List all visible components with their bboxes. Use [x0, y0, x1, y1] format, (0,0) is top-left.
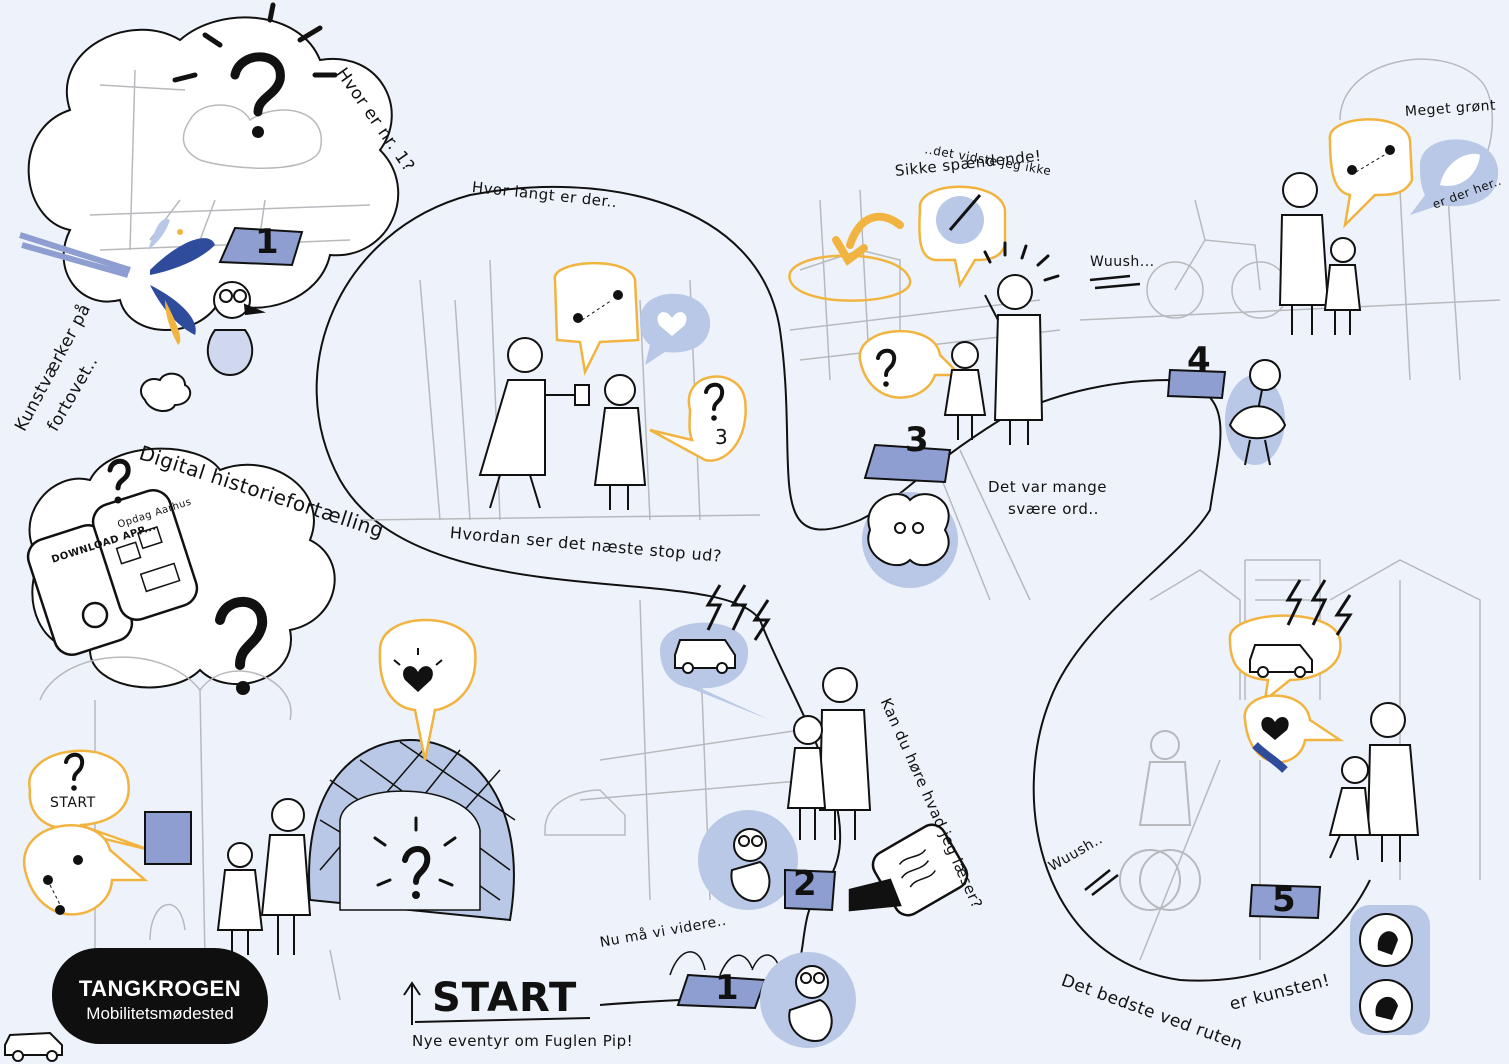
pavilion-dome — [308, 738, 516, 922]
phone-icon — [26, 489, 199, 656]
bird-icon — [206, 281, 266, 377]
bird-icon — [1375, 931, 1398, 1020]
question-icon — [373, 816, 457, 899]
bird-ostrich — [1225, 359, 1287, 466]
heart-speech-bubble — [1243, 694, 1345, 773]
park-sketch — [359, 259, 761, 521]
lightning-icon — [1285, 579, 1353, 636]
whoosh-lines-2 — [1084, 869, 1119, 896]
tangkrogen-logo: TANGKROGEN Mobilitetsmødested — [52, 948, 268, 1044]
people-at-stop-3 — [943, 274, 1044, 445]
stop-number-1-route: 1 — [715, 968, 739, 1008]
stop-marker-2 — [784, 868, 837, 912]
route-note-number: 3 — [715, 425, 729, 449]
leaf-icon — [1440, 153, 1480, 186]
info-sign — [144, 811, 192, 865]
people-at-stop-4 — [1278, 172, 1362, 335]
phone-icon — [848, 823, 969, 917]
people-start — [216, 798, 312, 955]
street-sketch-4 — [1079, 58, 1501, 381]
caption-wuush-1: Wuush... — [1090, 254, 1155, 270]
start-arrow — [403, 981, 421, 1025]
lightning-icon — [705, 584, 771, 641]
stop-marker-5 — [1248, 883, 1322, 920]
route-speech-bubble — [553, 261, 640, 376]
route-speech-bubble — [1328, 118, 1414, 229]
rays — [983, 241, 1060, 282]
stop-number-4: 4 — [1187, 340, 1211, 380]
car-icon — [674, 639, 736, 674]
bird-icon — [730, 828, 771, 902]
whoosh-lines-1 — [1089, 274, 1141, 290]
stop-marker-1-cloud — [218, 226, 304, 267]
orange-arrow — [832, 212, 904, 266]
flower-icon — [867, 493, 950, 567]
heart-icon — [657, 312, 687, 336]
start-tagline: Nye eventyr om Fuglen Pip! — [412, 1032, 634, 1050]
heart-icon — [1261, 716, 1289, 740]
start-bubble-label: START — [50, 795, 96, 811]
stop-marker-1-route — [676, 973, 767, 1010]
car-icon — [1249, 644, 1313, 678]
caption-many-words: Det var mange — [988, 478, 1107, 496]
people-at-stop-5 — [1328, 702, 1420, 862]
highlight-loop — [788, 254, 912, 302]
question-bubble — [858, 329, 964, 399]
cyclist — [1119, 730, 1201, 911]
car-bubble — [660, 622, 770, 720]
question-icon — [172, 2, 338, 138]
start-route-line — [414, 1017, 591, 1023]
logo-title: TANGKROGEN — [78, 976, 242, 1001]
heart-speech-bubble — [378, 618, 477, 761]
road-sketch-2 — [544, 599, 811, 901]
thought-cloud-1 — [27, 16, 400, 331]
small-cloud-doodle — [140, 372, 192, 412]
stop-number-2: 2 — [793, 864, 817, 904]
question-icon — [64, 752, 85, 791]
art-splash — [19, 219, 215, 345]
stop-number-5: 5 — [1272, 880, 1296, 920]
palette-speech-bubble — [918, 185, 1007, 289]
bird-icon — [788, 965, 833, 1042]
heart-icon — [403, 666, 433, 692]
stop-marker-4 — [1166, 368, 1227, 400]
question-icon — [107, 458, 131, 504]
car-icon — [4, 1031, 63, 1062]
route-speech-bubble — [23, 824, 149, 916]
start-title: START — [432, 975, 578, 1021]
stop-number-3: 3 — [905, 420, 929, 460]
logo-subtitle: Mobilitetsmødested — [86, 1004, 234, 1023]
leaf-bubble — [1410, 139, 1499, 215]
question-bubble — [649, 375, 747, 462]
stop-marker-3 — [863, 443, 952, 484]
car-bubble — [1228, 614, 1342, 703]
map-pin-icon — [43, 855, 83, 915]
caption-hard-words: svære ord.. — [1008, 500, 1099, 518]
stop-number-1-cloud: 1 — [255, 222, 279, 262]
question-icon — [215, 596, 268, 695]
people-at-stop-2 — [786, 667, 872, 840]
people-walking — [478, 337, 647, 510]
